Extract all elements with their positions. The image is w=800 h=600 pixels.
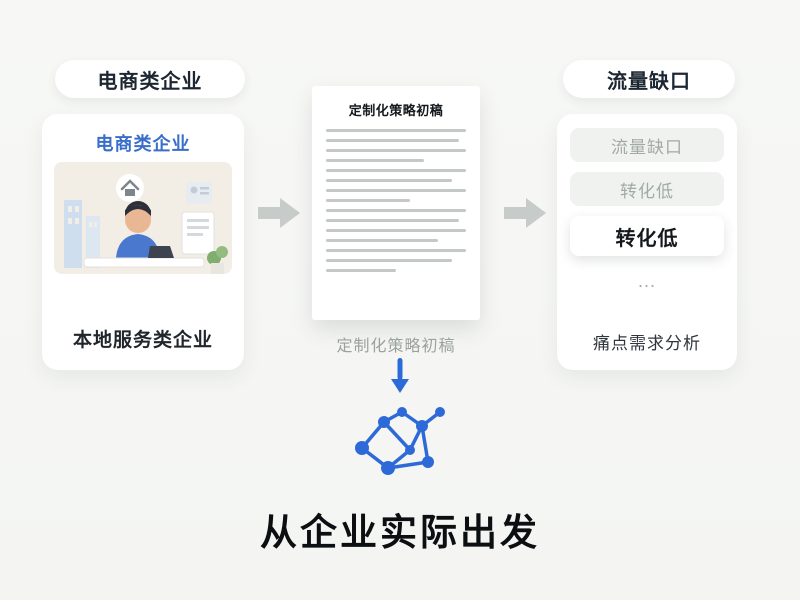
enterprise-card-caption: 本地服务类企业 <box>72 330 213 351</box>
workspace-illustration <box>54 162 232 302</box>
enterprise-card-title: 电商类企业 <box>95 134 191 154</box>
pain-point-label: 转化低 <box>620 181 674 201</box>
pain-points-caption: 痛点需求分析 <box>593 334 701 353</box>
right-pill-label: 流量缺口 <box>607 70 691 93</box>
document-text-lines <box>326 129 466 272</box>
pain-point-ellipsis: ... <box>570 264 724 298</box>
right-arrow-icon <box>258 198 300 228</box>
down-arrow-icon <box>391 358 409 393</box>
pain-point-label: ... <box>637 270 656 291</box>
pain-point-item: 流量缺口 <box>570 128 724 162</box>
right-arrow-icon <box>504 198 546 228</box>
pain-point-item: 转化低 <box>570 172 724 206</box>
strategy-document-caption: 定制化策略初稿 <box>336 338 456 355</box>
headline-text: 从企业实际出发 <box>260 512 540 553</box>
pain-point-label: 转化低 <box>615 227 679 250</box>
strategy-document: 定制化策略初稿 <box>312 86 480 320</box>
enterprise-card: 电商类企业 <box>42 114 244 370</box>
pain-point-item-highlighted: 转化低 <box>570 216 724 256</box>
strategy-document-title: 定制化策略初稿 <box>348 103 444 118</box>
pain-points-card: 流量缺口 转化低 转化低 ... 痛点需求分析 <box>557 114 737 370</box>
left-category-pill: 电商类企业 <box>55 60 245 98</box>
network-graph-icon <box>355 407 445 475</box>
left-pill-label: 电商类企业 <box>97 70 203 93</box>
pain-point-label: 流量缺口 <box>611 137 683 157</box>
right-category-pill: 流量缺口 <box>563 60 735 98</box>
